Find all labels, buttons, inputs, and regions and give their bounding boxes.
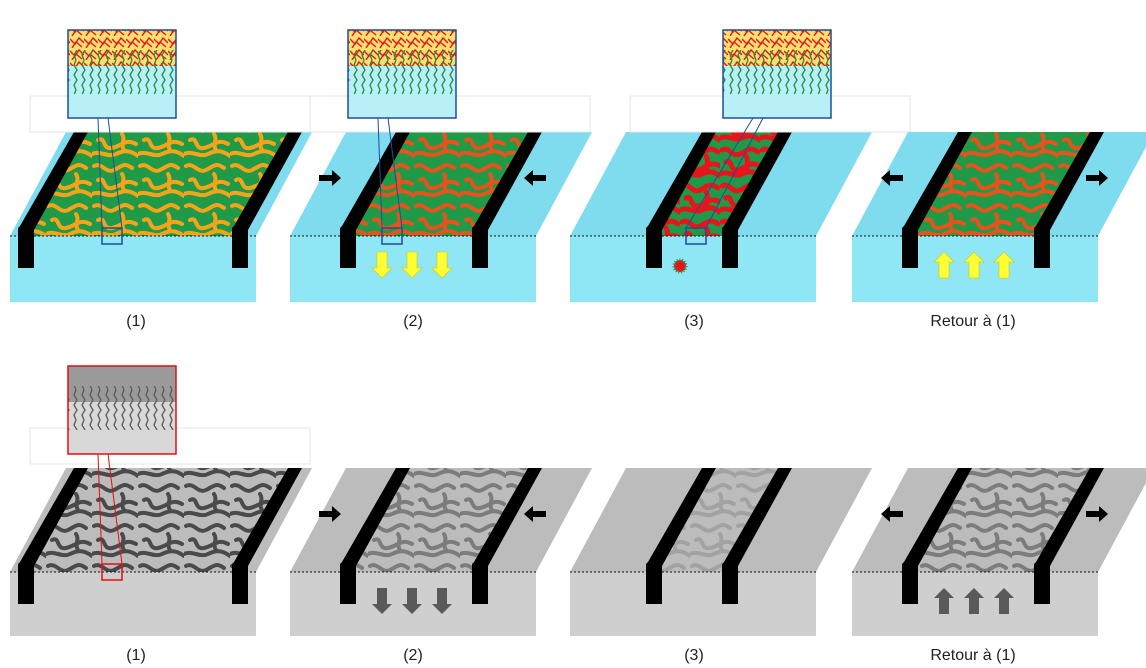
left-barrier	[646, 468, 716, 604]
right-barrier	[722, 132, 792, 268]
up-arrow	[994, 588, 1014, 614]
left-barrier	[340, 468, 410, 604]
monolayer-film	[26, 132, 296, 236]
zoom-source-box	[101, 563, 123, 581]
row1-panel-3	[570, 29, 911, 302]
compress-arrow	[319, 170, 341, 186]
row2-panel-2	[290, 468, 592, 636]
left-barrier	[646, 132, 716, 268]
trough-front	[570, 236, 816, 302]
expand-arrow	[881, 170, 903, 186]
right-barrier	[722, 468, 792, 604]
zoom-frame	[722, 29, 832, 119]
caption-row2-panel3: (3)	[684, 647, 704, 664]
compress-arrow	[524, 170, 546, 186]
caption-row2-panel2: (2)	[403, 647, 423, 664]
down-arrow	[371, 251, 393, 279]
down-arrow	[431, 251, 453, 279]
zoom-frame	[347, 29, 457, 119]
zoom-connector	[107, 453, 123, 565]
zoom-chains	[68, 386, 176, 430]
zoom-connector	[387, 117, 403, 229]
zoom-inset	[722, 29, 832, 119]
row1-panel-1	[10, 29, 312, 302]
right-barrier	[472, 468, 542, 604]
zoom-chains	[723, 50, 831, 94]
zoom-connector	[107, 117, 123, 229]
caption-row1-panel4: Retour à (1)	[930, 313, 1016, 330]
zoom-inset	[347, 29, 457, 119]
zoom-source-box	[685, 227, 707, 245]
right-barrier	[232, 468, 302, 604]
zoom-frame	[67, 365, 177, 455]
row2-panel-3	[570, 468, 872, 636]
caption-row1-panel3: (3)	[684, 313, 704, 330]
monolayer-film	[26, 468, 296, 572]
zoom-chains	[68, 50, 176, 94]
right-barrier	[472, 132, 542, 268]
up-arrow	[934, 588, 954, 614]
zoom-connector	[685, 117, 754, 229]
expand-arrow	[1086, 506, 1108, 522]
zoom-connector	[377, 117, 383, 229]
zoom-inset	[67, 365, 177, 455]
left-barrier	[18, 468, 88, 604]
down-arrow	[432, 588, 452, 614]
expand-arrow	[1086, 170, 1108, 186]
zoom-connector	[97, 117, 103, 229]
row2-panel-4	[852, 468, 1146, 636]
caption-row2-panel1: (1)	[126, 647, 146, 664]
left-barrier	[902, 132, 972, 268]
caption-row1-panel2: (2)	[403, 313, 423, 330]
zoom-source-box	[101, 227, 123, 245]
zoom-inset	[67, 29, 177, 119]
left-barrier	[18, 132, 88, 268]
left-barrier	[902, 468, 972, 604]
up-arrow	[964, 588, 984, 614]
row2-panel-1	[10, 365, 312, 636]
trough-front	[570, 572, 816, 636]
caption-row2-panel4: Retour à (1)	[930, 647, 1016, 664]
monolayer-film	[654, 468, 786, 572]
up-arrow	[933, 251, 955, 279]
micelle	[672, 258, 688, 274]
down-arrow	[401, 251, 423, 279]
right-barrier	[232, 132, 302, 268]
row1-panel-2	[290, 29, 592, 302]
zoom-source-box	[381, 227, 403, 245]
zoom-connector	[705, 117, 764, 229]
up-arrow	[963, 251, 985, 279]
row1-panel-4	[852, 132, 1146, 302]
zoom-frame	[67, 29, 177, 119]
caption-row1-panel1: (1)	[126, 313, 146, 330]
up-arrow	[993, 251, 1015, 279]
zoom-chains	[348, 50, 456, 94]
expand-arrow	[881, 506, 903, 522]
left-barrier	[340, 132, 410, 268]
right-barrier	[1034, 468, 1104, 604]
down-arrow	[372, 588, 392, 614]
right-barrier	[1034, 132, 1104, 268]
trough-front	[10, 236, 256, 302]
down-arrow	[402, 588, 422, 614]
compress-arrow	[319, 506, 341, 522]
compress-arrow	[524, 506, 546, 522]
zoom-connector	[97, 453, 103, 565]
trough-front	[10, 572, 256, 636]
monolayer-film	[654, 132, 786, 236]
